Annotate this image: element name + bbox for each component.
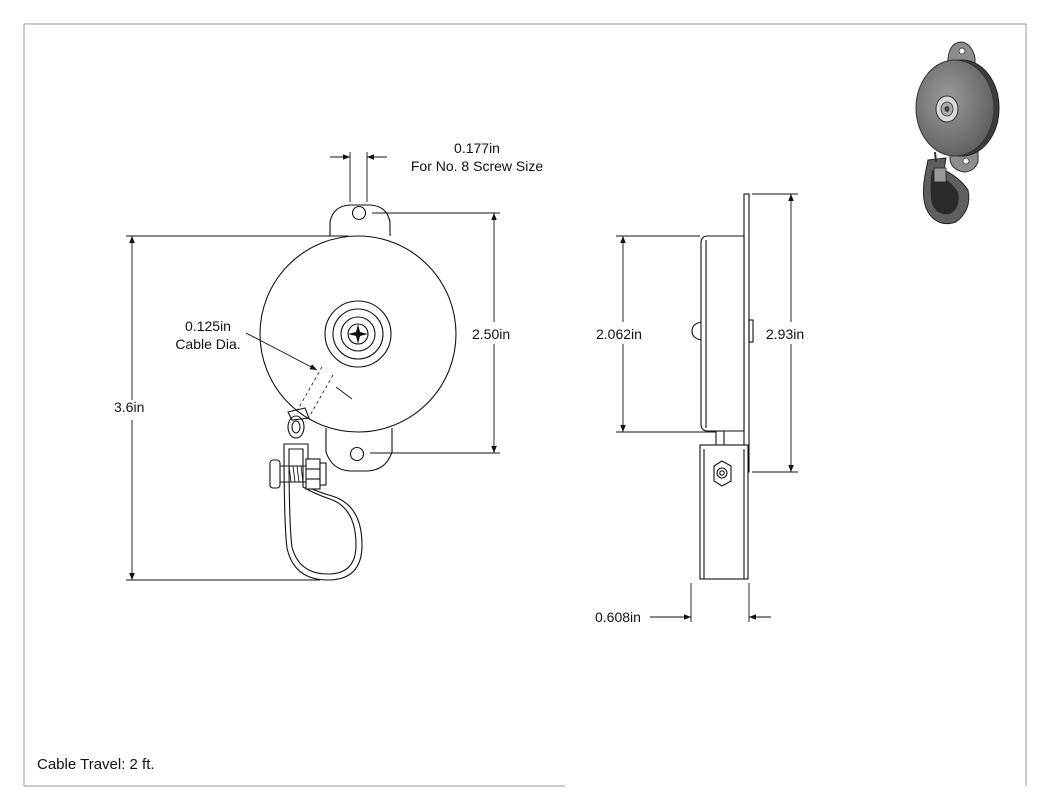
swivel-eye	[287, 415, 305, 439]
side-view	[691, 193, 754, 580]
side-housing	[700, 235, 745, 432]
dim-screw-size: For No. 8 Screw Size	[410, 158, 544, 174]
hub-inner	[340, 316, 376, 352]
bottom-screw-hole	[349, 446, 365, 462]
clamp-screw	[269, 459, 281, 489]
dim-plate-height: 2.93in	[766, 326, 805, 342]
dim-overall-height: 3.6in	[114, 399, 145, 415]
dim-cable-dia-label: Cable Dia.	[175, 336, 241, 352]
side-dimensions	[616, 193, 798, 622]
isometric-view	[915, 41, 1000, 225]
top-screw-hole	[351, 205, 367, 221]
clamp-nut	[305, 458, 321, 490]
dim-screw-hole: 0.177in	[454, 140, 500, 156]
dim-hole-spacing: 2.50in	[472, 326, 511, 342]
side-nut	[713, 460, 732, 487]
dim-cable-dia-value: 0.125in	[185, 318, 231, 334]
dim-housing-height: 2.062in	[596, 326, 642, 342]
hub-outer	[324, 300, 392, 368]
front-dimensions	[126, 152, 500, 581]
front-view	[259, 204, 457, 581]
drawing-frame	[23, 23, 1027, 787]
phillips-head-icon	[348, 324, 368, 344]
hub-ring	[332, 308, 384, 360]
top-mounting-tab	[329, 204, 391, 236]
bottom-mounting-tab	[325, 428, 393, 472]
dim-depth: 0.608in	[595, 609, 641, 625]
mounting-plate	[743, 193, 750, 473]
cable-travel-note: Cable Travel: 2 ft.	[37, 756, 155, 773]
